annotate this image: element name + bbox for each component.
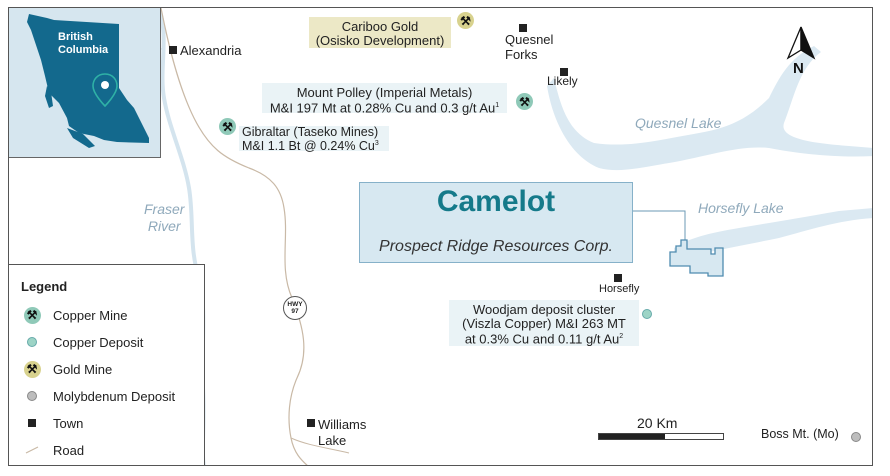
woodjam-line1: Woodjam deposit cluster xyxy=(472,302,616,317)
fraser-label-line2: River xyxy=(147,218,181,234)
quesnel-lake xyxy=(547,46,872,171)
town-icon xyxy=(169,46,177,54)
fraser-river-label: Fraser River xyxy=(144,201,184,235)
bc-label-line2: Columbia xyxy=(58,44,109,56)
gibraltar-label: Gibraltar (Taseko Mines) M&I 1.1 Bt @ 0.… xyxy=(239,125,389,154)
town-name-line2: Forks xyxy=(505,47,538,62)
legend-title: Legend xyxy=(21,279,68,294)
copper-mine-icon[interactable]: ⚒ xyxy=(219,118,236,135)
boss-mt-label: Boss Mt. (Mo) xyxy=(761,427,839,441)
map-pin-icon xyxy=(92,73,118,108)
mount-polley-line2: M&I 197 Mt at 0.28% Cu and 0.3 g/t Au1 xyxy=(262,99,507,114)
copper-mine-icon: ⚒ xyxy=(23,306,41,324)
legend-label: Gold Mine xyxy=(53,361,113,377)
legend-item-molybdenum-deposit: Molybdenum Deposit xyxy=(21,386,175,406)
molybdenum-deposit-icon xyxy=(27,391,37,401)
road-hwy97 xyxy=(160,8,308,465)
mount-polley-line1: Mount Polley (Imperial Metals) xyxy=(296,85,473,100)
scale-bar-label: 20 Km xyxy=(637,415,678,431)
bc-label: British Columbia xyxy=(58,31,108,57)
gibraltar-line2: M&I 1.1 Bt @ 0.24% Cu3 xyxy=(242,138,389,154)
copper-deposit-icon xyxy=(27,337,37,347)
woodjam-line2: (Viszla Copper) M&I 263 MT xyxy=(462,315,626,331)
north-arrow-icon xyxy=(786,26,816,60)
legend-label: Copper Mine xyxy=(53,307,128,323)
camelot-subtitle: Prospect Ridge Resources Corp. xyxy=(379,238,613,255)
north-label: N xyxy=(793,60,804,77)
town-horsefly: Horsefly xyxy=(599,283,640,295)
legend-item-gold-mine: ⚒ Gold Mine xyxy=(21,359,112,379)
map-frame: British Columbia N Alexandria Quesnel Fo… xyxy=(8,7,873,466)
legend-item-copper-deposit: Copper Deposit xyxy=(21,332,143,352)
town-icon xyxy=(28,419,36,427)
town-icon xyxy=(614,274,622,282)
bc-label-line1: British xyxy=(58,31,93,43)
gold-mine-icon[interactable]: ⚒ xyxy=(457,12,474,29)
gold-mine-icon: ⚒ xyxy=(23,360,41,378)
footnote-marker: 3 xyxy=(374,140,379,147)
camelot-property xyxy=(669,239,724,277)
camelot-title: Camelot xyxy=(436,185,556,218)
woodjam-grade: at 0.3% Cu and 0.11 g/t Au xyxy=(464,331,620,347)
town-likely: Likely xyxy=(547,74,578,88)
legend-label: Town xyxy=(53,415,84,431)
town-icon xyxy=(519,24,527,32)
footnote-marker: 2 xyxy=(619,333,624,340)
copper-mine-icon[interactable]: ⚒ xyxy=(516,93,533,110)
molybdenum-deposit-icon[interactable] xyxy=(851,432,861,442)
scale-bar-fill xyxy=(599,434,665,439)
town-name-line1: Quesnel xyxy=(505,32,554,47)
cariboo-line1: Cariboo Gold xyxy=(341,19,419,34)
fraser-label-line1: Fraser xyxy=(144,201,185,217)
woodjam-label: Woodjam deposit cluster (Viszla Copper) … xyxy=(449,300,639,346)
woodjam-line3: at 0.3% Cu and 0.11 g/t Au2 xyxy=(449,330,639,346)
legend-label: Copper Deposit xyxy=(53,334,144,350)
copper-deposit-icon[interactable] xyxy=(642,309,652,319)
town-icon xyxy=(307,419,315,427)
legend-item-road: Road xyxy=(21,440,84,460)
cariboo-line2: (Osisko Development) xyxy=(315,33,445,48)
footnote-marker: 1 xyxy=(495,102,500,109)
camelot-project-box[interactable]: Camelot Prospect Ridge Resources Corp. xyxy=(359,182,633,263)
road-icon xyxy=(25,446,39,454)
highway-label-line1: HWY xyxy=(287,301,303,308)
legend-label: Road xyxy=(53,442,85,458)
gibraltar-line1: Gibraltar (Taseko Mines) xyxy=(242,125,379,139)
legend: Legend ⚒ Copper Mine Copper Deposit ⚒ Go… xyxy=(9,264,205,465)
legend-item-town: Town xyxy=(21,413,83,433)
town-alexandria: Alexandria xyxy=(180,43,242,58)
bc-inset-map: British Columbia xyxy=(9,8,161,158)
gibraltar-grade: M&I 1.1 Bt @ 0.24% Cu xyxy=(242,139,375,154)
road-branch xyxy=(290,437,350,454)
town-quesnel-forks: Quesnel Forks xyxy=(505,32,553,62)
highway-label-line2: 97 xyxy=(291,308,299,315)
legend-label: Molybdenum Deposit xyxy=(53,388,176,404)
bc-shape xyxy=(27,14,149,148)
highway-97-shield: HWY 97 xyxy=(283,296,307,320)
town-williams-lake: Williams Lake xyxy=(318,417,366,449)
town-icon xyxy=(560,68,568,76)
legend-item-copper-mine: ⚒ Copper Mine xyxy=(21,305,127,325)
mount-polley-label: Mount Polley (Imperial Metals) M&I 197 M… xyxy=(262,83,507,114)
town-name-line1: Williams xyxy=(318,417,367,432)
quesnel-lake-label: Quesnel Lake xyxy=(635,115,722,131)
scale-bar xyxy=(598,433,724,440)
cariboo-gold-label: Cariboo Gold (Osisko Development) xyxy=(309,17,451,48)
mount-polley-grade: M&I 197 Mt at 0.28% Cu and 0.3 g/t Au xyxy=(269,100,496,116)
camelot-connector xyxy=(633,210,686,240)
horsefly-lake-label: Horsefly Lake xyxy=(698,200,784,216)
horsefly-lake xyxy=(674,208,872,256)
town-name-line2: Lake xyxy=(318,433,347,448)
